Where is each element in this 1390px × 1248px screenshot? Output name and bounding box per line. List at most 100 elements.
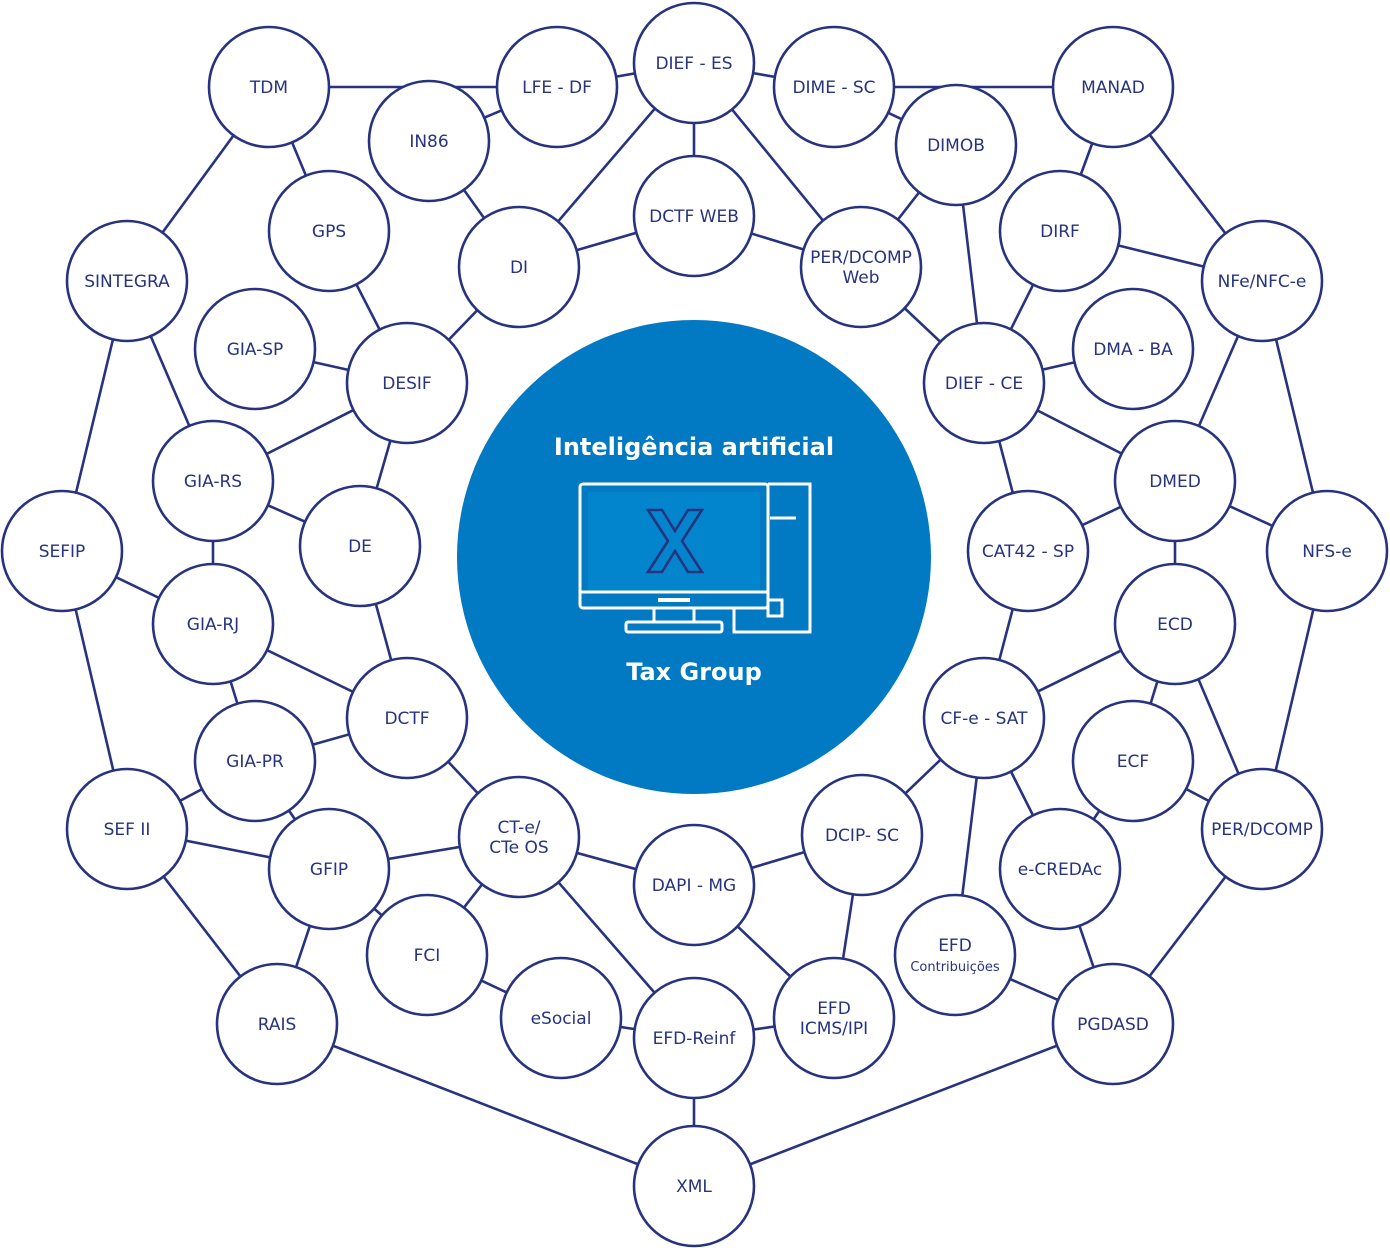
node-label: IN86 (409, 132, 448, 152)
node-label: GIA-SP (227, 340, 284, 360)
node-label: DIMOB (927, 136, 985, 156)
node-label: TDM (249, 78, 288, 98)
node-esocial: eSocial (499, 956, 623, 1080)
node-sefip: SEFIP (0, 489, 124, 613)
node-label: PER/DCOMP (810, 248, 912, 268)
node-label: DCIP- SC (825, 826, 899, 846)
node-circle (893, 893, 1017, 1017)
node-circle (298, 484, 422, 608)
node-circle (1071, 699, 1195, 823)
node-pgdasd: PGDASD (1051, 962, 1175, 1086)
node-label: RAIS (258, 1015, 297, 1035)
node-ecd: ECD (1113, 562, 1237, 686)
node-circle (894, 83, 1018, 207)
node-gia-sp: GIA-SP (193, 287, 317, 411)
node-gia-pr: GIA-PR (193, 699, 317, 823)
node-per-dcomp: PER/DCOMP (1200, 767, 1324, 891)
node-label: DESIF (382, 374, 431, 394)
computer-x-icon (578, 482, 812, 634)
node-label: MANAD (1081, 78, 1145, 98)
node-circle (207, 25, 331, 149)
node-label: GPS (312, 222, 346, 242)
node-label: CAT42 - SP (982, 542, 1074, 562)
node-gia-rs: GIA-RS (151, 419, 275, 543)
node-circle (365, 893, 489, 1017)
node-label: DIEF - CE (945, 374, 1023, 394)
node-circle (772, 25, 896, 149)
node-dief-ce: DIEF - CE (922, 321, 1046, 445)
node-dief-es: DIEF - ES (632, 1, 756, 125)
node-label: DIME - SC (792, 78, 875, 98)
node-label: DE (348, 537, 372, 557)
node-label: DAPI - MG (652, 876, 736, 896)
node-dctf-web: DCTF WEB (632, 154, 756, 278)
node-ecf: ECF (1071, 699, 1195, 823)
node-label: GFIP (310, 860, 348, 880)
node-label: GIA-RJ (187, 615, 239, 635)
node-label: DIRF (1040, 222, 1080, 242)
center-circle (457, 320, 931, 794)
node-label: XML (676, 1177, 712, 1197)
node-dimob: DIMOB (894, 83, 1018, 207)
node-label: eSocial (531, 1009, 592, 1029)
node-label: DIEF - ES (655, 54, 732, 74)
node-nfe-nfc-e: NFe/NFC-e (1200, 219, 1324, 343)
node-e-credac: e-CREDAc (998, 807, 1122, 931)
node-label: ECF (1117, 752, 1149, 772)
node-dapi-mg: DAPI - MG (632, 823, 756, 947)
node-dma-ba: DMA - BA (1071, 287, 1195, 411)
node-label: DMA - BA (1093, 340, 1173, 360)
node-circle (1113, 562, 1237, 686)
node-circle (267, 169, 391, 293)
node-sef-ii: SEF II (65, 767, 189, 891)
node-circle (495, 25, 619, 149)
node-di: DI (457, 205, 581, 329)
node-circle (457, 775, 581, 899)
node-circle (1071, 287, 1195, 411)
node-gia-rj: GIA-RJ (151, 562, 275, 686)
node-circle (922, 321, 1046, 445)
node-label: GIA-RS (184, 472, 242, 492)
node-label: EFD (938, 936, 972, 956)
node-circle (367, 79, 491, 203)
node-circle (632, 154, 756, 278)
node-label: ICMS/IPI (800, 1019, 868, 1039)
node-circle (457, 205, 581, 329)
node-label: EFD (817, 999, 851, 1019)
node-rais: RAIS (215, 962, 339, 1086)
node-circle (0, 489, 124, 613)
node-circle (151, 562, 275, 686)
center-title: Inteligência artificial (554, 433, 834, 461)
node-circle (632, 1124, 756, 1248)
node-desif: DESIF (345, 321, 469, 445)
node-gps: GPS (267, 169, 391, 293)
node-lfe-df: LFE - DF (495, 25, 619, 149)
node-sintegra: SINTEGRA (65, 219, 189, 343)
node-label: SEFIP (39, 542, 86, 562)
node-circle (267, 807, 391, 931)
node-circle (193, 699, 317, 823)
node-label: CTe OS (489, 838, 548, 858)
node-label: CT-e/ (497, 818, 540, 838)
node-label: SINTEGRA (84, 272, 170, 292)
node-gfip: GFIP (267, 807, 391, 931)
node-circle (345, 656, 469, 780)
node-circle (632, 976, 756, 1100)
node-label: ECD (1157, 615, 1193, 635)
node-dirf: DIRF (998, 169, 1122, 293)
node-circle (1051, 962, 1175, 1086)
node-circle (800, 773, 924, 897)
node-circle (1113, 419, 1237, 543)
edge-pgdasd-xml (693, 1022, 1114, 1188)
node-circle (215, 962, 339, 1086)
node-label: FCI (414, 946, 441, 966)
node-label: GIA-PR (226, 752, 284, 772)
node-circle (632, 823, 756, 947)
node-xml: XML (632, 1124, 756, 1248)
node-circle (1200, 219, 1324, 343)
node-circle (1051, 25, 1175, 149)
